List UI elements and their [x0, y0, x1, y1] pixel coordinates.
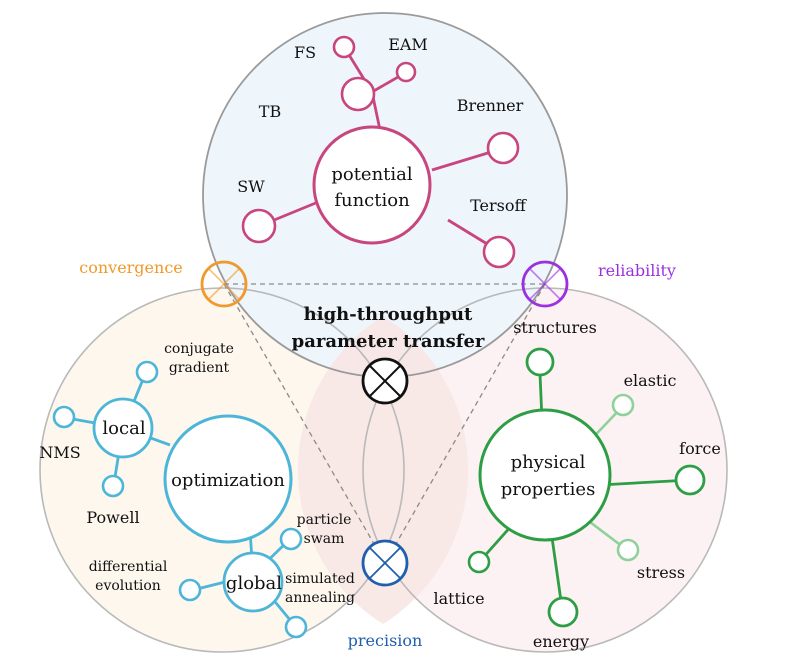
conjugate-label-1: conjugate [164, 341, 234, 357]
hub-node [361, 357, 409, 405]
simulated-label-1: simulated [285, 571, 355, 587]
tb-junction-node [340, 76, 376, 112]
differential-label-1: differential [89, 559, 168, 575]
energy-node [547, 596, 579, 628]
conjugate-label-2: gradient [169, 360, 230, 376]
stress-node [616, 538, 640, 562]
structures-label: structures [513, 318, 597, 337]
optimization-node [163, 414, 293, 544]
tb-label: TB [259, 102, 281, 121]
elastic-node [611, 393, 635, 417]
physical-properties-label-1: physical [511, 452, 586, 473]
elastic-label: elastic [624, 371, 677, 390]
lattice-label: lattice [433, 589, 484, 608]
particle-label-2: swam [304, 531, 345, 547]
tersoff-label: Tersoff [470, 196, 527, 215]
particle-label-1: particle [297, 512, 352, 528]
eam-label: EAM [388, 35, 428, 54]
force-node [674, 464, 706, 496]
fs-label: FS [294, 43, 316, 62]
powell-node [101, 474, 125, 498]
left-circle [39, 287, 405, 653]
reliability-label: reliability [598, 261, 676, 280]
lattice-node [467, 550, 491, 574]
physical-properties-label-2: properties [501, 479, 596, 500]
energy-label: energy [533, 632, 589, 651]
simulated-node [284, 615, 308, 639]
brenner-node [486, 131, 520, 165]
nms-node [52, 405, 76, 429]
physical-properties-node [478, 408, 612, 542]
convergence-node [200, 260, 248, 308]
differential-node [178, 578, 202, 602]
simulated-label-2: annealing [285, 590, 355, 606]
fs-node [332, 35, 356, 59]
particle-node [279, 527, 303, 551]
potential-function-node [312, 125, 432, 245]
potential-function-label-2: function [334, 190, 410, 211]
hub-title-1: high-throughput [304, 304, 473, 325]
lens-overlap [297, 316, 469, 624]
precision-node [361, 539, 409, 587]
local-node [92, 397, 154, 459]
differential-label-2: evolution [95, 578, 161, 594]
global-node [222, 551, 284, 613]
nms-label: NMS [39, 443, 80, 462]
brenner-label: Brenner [457, 96, 524, 115]
local-label: local [102, 418, 145, 439]
precision-label: precision [348, 631, 423, 650]
global-label: global [226, 573, 282, 594]
potential-function-label-1: potential [331, 164, 413, 185]
force-label: force [679, 439, 721, 458]
reliability-node [521, 260, 569, 308]
structures-node [525, 347, 555, 377]
convergence-label: convergence [79, 258, 183, 277]
sw-label: SW [237, 177, 265, 196]
tersoff-node [482, 235, 516, 269]
hub-title-2: parameter transfer [292, 331, 485, 352]
stress-label: stress [637, 563, 685, 582]
conjugate-node [135, 360, 159, 384]
right-circle [362, 287, 728, 653]
eam-node [395, 61, 417, 83]
powell-label: Powell [86, 508, 139, 527]
sw-node [241, 208, 277, 244]
optimization-label: optimization [171, 470, 285, 491]
